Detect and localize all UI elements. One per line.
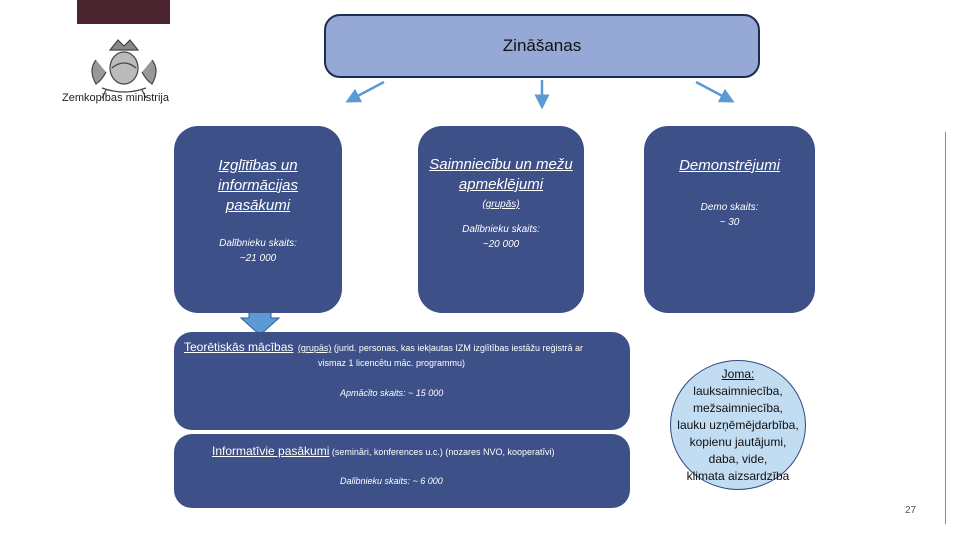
theory-training-box: Teorētiskās mācības (grupās) (jurid. per… — [174, 332, 630, 430]
theory-heading: Teorētiskās mācības — [184, 340, 294, 354]
theory-stat: Apmācīto skaits: ~ 15 000 — [340, 388, 444, 398]
card-stat-value: ~21 000 — [239, 253, 277, 264]
info-events-box: Informatīvie pasākumi (semināri, konfere… — [174, 434, 630, 508]
focus-item: klimata aizsardzība — [686, 468, 790, 483]
focus-label: Joma: — [721, 366, 755, 381]
card-title: Demonstrējumi — [679, 157, 780, 174]
focus-item: lauksaimniecība, — [693, 383, 783, 398]
card-stat-label: Dalībnieku skaits: — [219, 238, 297, 249]
card-subtitle: (grupās) — [482, 199, 520, 210]
page-number: 27 — [905, 505, 917, 516]
knowledge-header-box: Zināšanas — [324, 14, 760, 78]
knowledge-title: Zināšanas — [502, 36, 582, 55]
coat-of-arms-logo — [91, 39, 157, 99]
card-stat-value: ~20 000 — [482, 239, 520, 250]
corner-accent-bar — [77, 0, 170, 24]
focus-item: kopienu jautājumi, — [689, 434, 787, 449]
card-farm-visits: Saimniecību un mežu apmeklējumi (grupās)… — [418, 126, 584, 313]
card-stat-label: Demo skaits: — [700, 202, 759, 213]
card-title: Izglītības un informācijas pasākumi — [217, 157, 299, 214]
theory-groups: (grupās) — [297, 343, 332, 353]
arrow-right — [695, 80, 735, 103]
focus-item: mežsaimniecība, — [692, 400, 784, 415]
right-divider-line — [945, 132, 946, 524]
info-description: (semināri, konferences u.c.) (nozares NV… — [329, 447, 555, 457]
info-stat: Dalībnieku skaits: ~ 6 000 — [340, 476, 443, 486]
ministry-name: Zemkopības ministrija — [62, 92, 169, 104]
theory-description: (jurid. personas, kas iekļautas IZM izgl… — [331, 343, 583, 353]
card-title: Saimniecību un mežu apmeklējumi — [429, 156, 573, 193]
card-education-events: Izglītības un informācijas pasākumi Dalī… — [174, 126, 342, 313]
focus-item: lauku uzņēmējdarbība, — [677, 417, 799, 432]
focus-item: daba, vide, — [708, 451, 768, 466]
arrow-left — [345, 80, 385, 103]
theory-description-cont: vismaz 1 licencētu māc. programmu) — [318, 358, 466, 368]
focus-areas-ellipse: Joma: lauksaimniecība, mežsaimniecība, l… — [670, 360, 806, 490]
card-demonstrations: Demonstrējumi Demo skaits: ~ 30 — [644, 126, 815, 313]
info-heading: Informatīvie pasākumi — [212, 444, 330, 458]
card-stat-label: Dalībnieku skaits: — [462, 224, 540, 235]
card-stat-value: ~ 30 — [719, 217, 740, 228]
